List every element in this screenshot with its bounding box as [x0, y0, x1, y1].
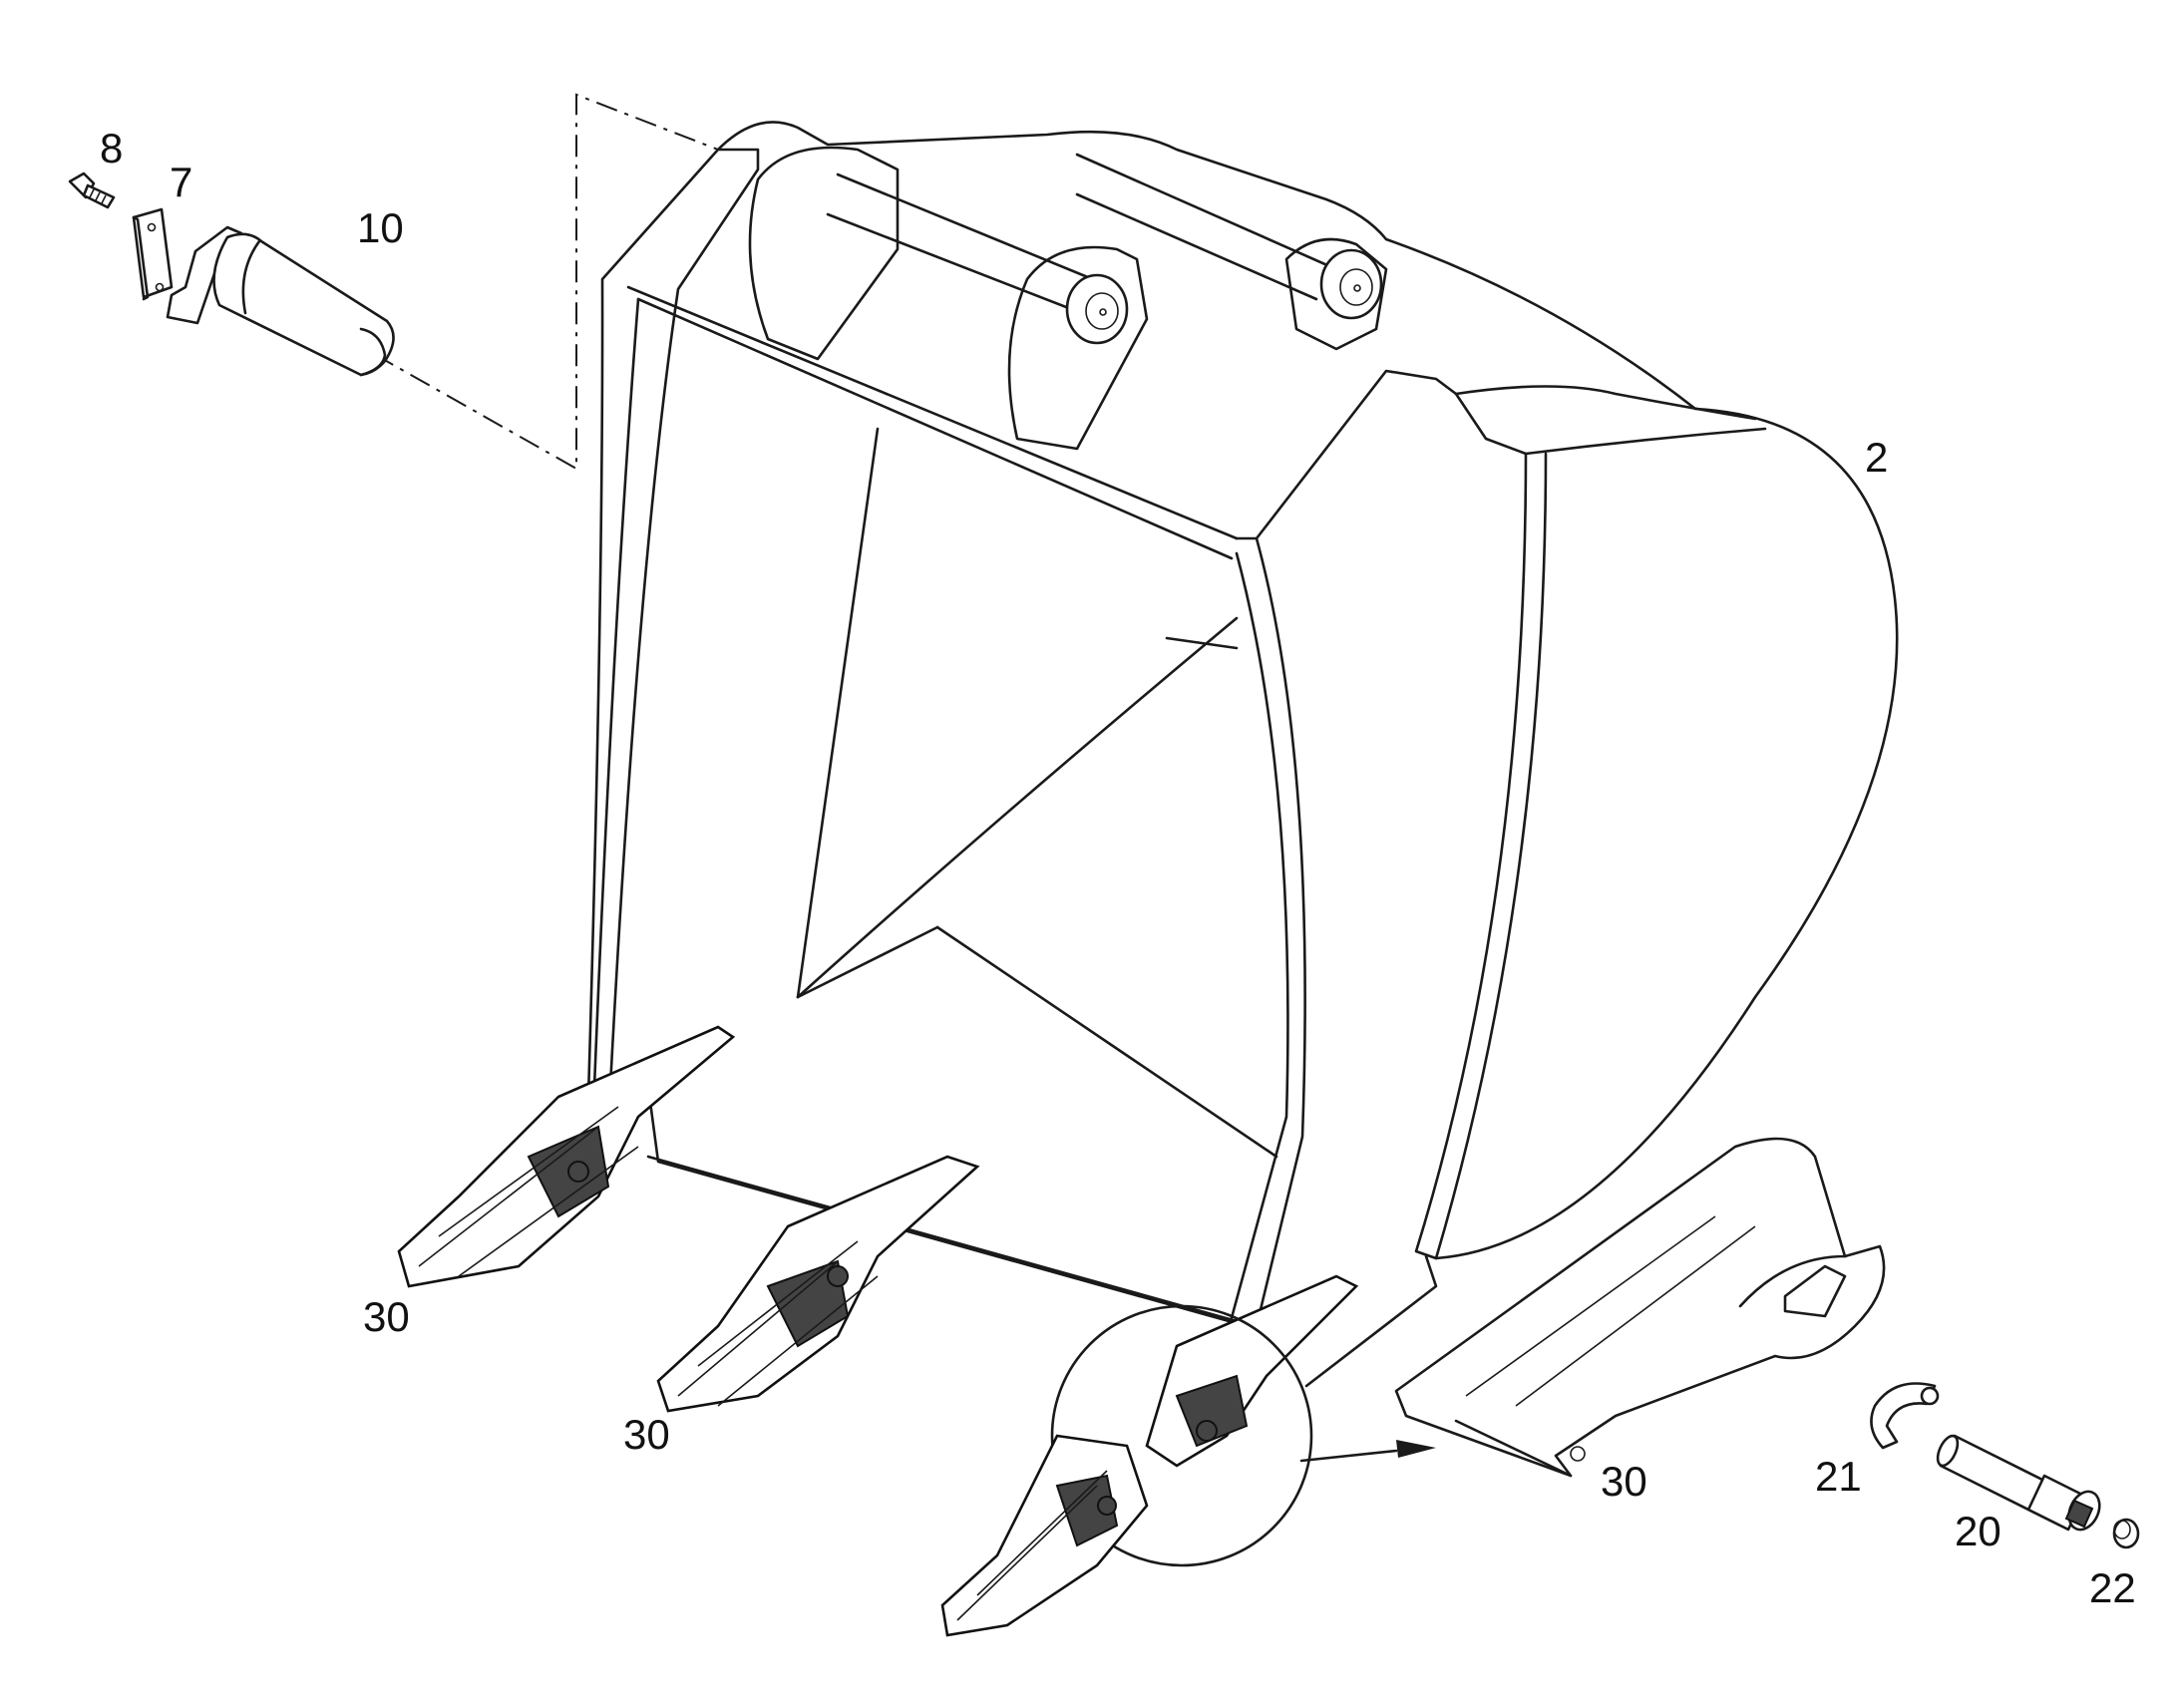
bucket-body-part-2 [586, 121, 1899, 1388]
pin-part-20 [1936, 1434, 2101, 1532]
callout-part-10: 10 [357, 204, 404, 251]
callout-part-30-middle: 30 [623, 1411, 670, 1458]
retainer-part-21 [1870, 1382, 1940, 1450]
plate-part-7 [132, 207, 174, 301]
bolt-part-8 [68, 171, 116, 209]
callout-part-21: 21 [1815, 1453, 1862, 1500]
callout-part-8: 8 [100, 125, 124, 171]
pin-alignment-line [373, 93, 719, 471]
callout-part-30-adapter: 30 [1601, 1458, 1647, 1505]
callout-part-2: 2 [1865, 434, 1889, 481]
callout-part-22: 22 [2089, 1564, 2136, 1611]
tooth-left [397, 1025, 736, 1288]
pin-part-10 [166, 225, 395, 377]
detail-magnifier [940, 1304, 1436, 1637]
callout-part-7: 7 [170, 159, 193, 205]
plug-part-22 [2112, 1518, 2140, 1549]
tooth-right [1145, 1274, 1359, 1468]
callout-part-20: 20 [1955, 1508, 2001, 1554]
callout-part-30-left: 30 [363, 1293, 410, 1340]
tooth-adapter-part-30 [1394, 1137, 1886, 1478]
tooth-middle [656, 1155, 980, 1413]
